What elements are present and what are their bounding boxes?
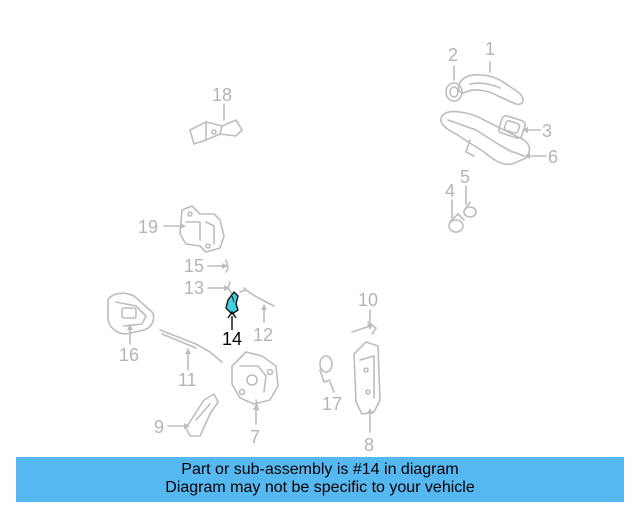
part-7-latch [231, 351, 279, 411]
info-banner: Part or sub-assembly is #14 in diagram D… [16, 457, 624, 502]
part-6-handle-base [440, 110, 531, 166]
part-2-grommet [445, 82, 463, 102]
callout-9: 9 [154, 417, 165, 437]
arrowheads [127, 127, 530, 429]
callout-12: 12 [253, 325, 274, 345]
callout-16: 16 [119, 345, 140, 365]
part-12-rod [239, 287, 275, 307]
parts-diagram [107, 61, 547, 437]
part-1-outside-handle [457, 73, 524, 106]
part-15-clip [225, 259, 229, 273]
part-14-highlighted [225, 291, 239, 330]
callout-14: 14 [222, 329, 243, 349]
banner-line-2: Diagram may not be specific to your vehi… [165, 479, 475, 496]
part-16-inside-handle [107, 292, 155, 335]
callout-11: 11 [178, 370, 197, 390]
callout-13: 13 [184, 278, 205, 298]
banner-line-1: Part or sub-assembly is #14 in diagram [181, 461, 459, 478]
callout-17: 17 [322, 394, 343, 414]
callout-5: 5 [460, 167, 471, 187]
callout-10: 10 [358, 290, 379, 310]
callout-15: 15 [184, 256, 205, 276]
callout-4: 4 [445, 181, 456, 201]
callout-18: 18 [212, 85, 233, 105]
callout-19: 19 [138, 217, 159, 237]
callout-1: 1 [485, 39, 496, 59]
part-8-bracket [353, 341, 381, 415]
leader-lines [129, 61, 547, 433]
part-3-pad [498, 114, 526, 140]
callout-8: 8 [364, 435, 375, 455]
callout-3: 3 [542, 121, 553, 141]
part-19-latch-bracket [179, 205, 225, 253]
part-17-grommet [319, 355, 333, 383]
part-11-rod [159, 329, 223, 363]
part-10-bolt [351, 321, 377, 335]
part-18-bracket [189, 119, 243, 145]
callout-2: 2 [448, 45, 459, 65]
part-9-bracket [185, 393, 219, 437]
callout-6: 6 [548, 147, 559, 167]
callout-7: 7 [250, 427, 261, 447]
part-4-cap [448, 213, 465, 233]
part-5-cap [463, 201, 477, 218]
